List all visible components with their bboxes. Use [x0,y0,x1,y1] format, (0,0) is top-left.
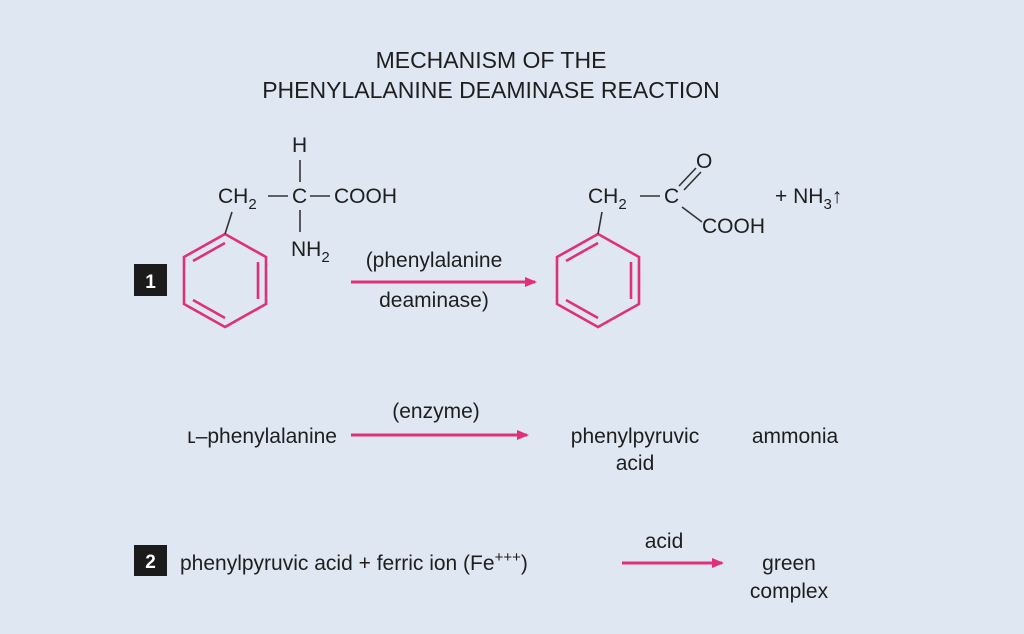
step-2-product-line-2: complex [750,580,829,603]
ring-ch2-bond [224,211,233,235]
step-2-reactants: phenylpyruvic acid + ferric ion (Fe+++) [180,549,528,575]
step-2-number: 2 [145,552,156,573]
benzene-ring-reactant [182,232,268,329]
reactant-hydrogen: H [292,134,307,157]
product-carbonyl-carbon: C [664,185,679,208]
carbonyl-bond-a [678,167,697,187]
product-cooh: COOH [702,215,765,238]
step-2-catalyst: acid [645,530,684,553]
reactant-alpha-carbon: C [292,185,307,208]
word-reactant: ʟ–phenylalanine [187,425,337,448]
reactant-cooh: COOH [334,185,397,208]
reactant-ch2: CH2 [218,185,257,213]
phenylalanine-structure: CH2 C H COOH NH2 [182,134,397,329]
enzyme-label-line-2: deaminase) [379,289,489,312]
product-ring-ch2-bond [597,211,603,235]
benzene-ring-product [555,232,641,329]
enzyme-label-line-1: (phenylalanine [366,249,503,272]
product-oxygen: O [696,150,712,173]
step-1-number: 1 [145,272,156,293]
c-cooh-product-bond [681,206,703,223]
carbonyl-bond-b [683,171,702,191]
word-product-line-2: acid [616,452,655,475]
step-2-badge: 2 [134,545,167,576]
step-1-badge: 1 [134,264,167,296]
word-byproduct: ammonia [752,425,839,448]
ammonia-formula: + NH3↑ [775,185,842,213]
phenylpyruvic-acid-structure: CH2 C O COOH [555,150,765,329]
title-line-1: MECHANISM OF THE [376,47,607,73]
reactant-nh2: NH2 [291,238,330,266]
step-2-product-line-1: green [762,552,816,575]
word-product-line-1: phenylpyruvic [571,425,699,448]
product-ch2: CH2 [588,185,627,213]
title-line-2: PHENYLALANINE DEAMINASE REACTION [262,77,720,103]
word-enzyme: (enzyme) [392,400,480,423]
